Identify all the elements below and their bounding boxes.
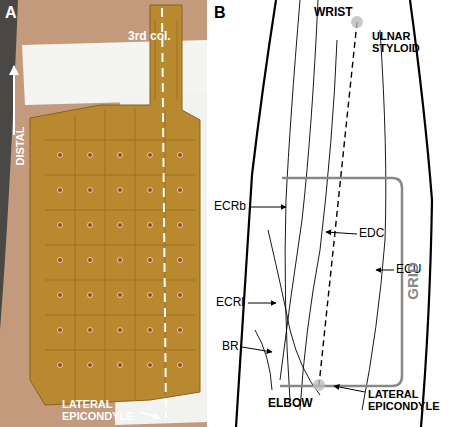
landmark-dot bbox=[351, 16, 363, 28]
schematic-panel bbox=[236, 0, 432, 427]
landmark-label: LATERAL EPICONDYLE bbox=[62, 398, 144, 422]
muscle-label: BR bbox=[222, 340, 252, 353]
column-label: 3rd col. bbox=[128, 30, 198, 43]
landmark-dot bbox=[313, 379, 325, 391]
landmark-label: ULNAR STYLOID bbox=[372, 30, 432, 54]
region-label: WRIST bbox=[314, 6, 374, 19]
muscle-label: ECRb bbox=[214, 200, 254, 213]
region-label: ELBOW bbox=[268, 397, 328, 410]
photo-panel bbox=[0, 0, 207, 427]
grid-label: GRID bbox=[405, 256, 421, 306]
muscle-label: ECRl bbox=[216, 296, 256, 309]
panel-letter: B bbox=[214, 4, 234, 21]
muscle-label: EDC bbox=[359, 227, 399, 240]
panel-letter: A bbox=[5, 4, 25, 21]
direction-label: DISTAL bbox=[14, 116, 26, 176]
landmark-label: LATERAL EPICONDYLE bbox=[368, 388, 450, 412]
